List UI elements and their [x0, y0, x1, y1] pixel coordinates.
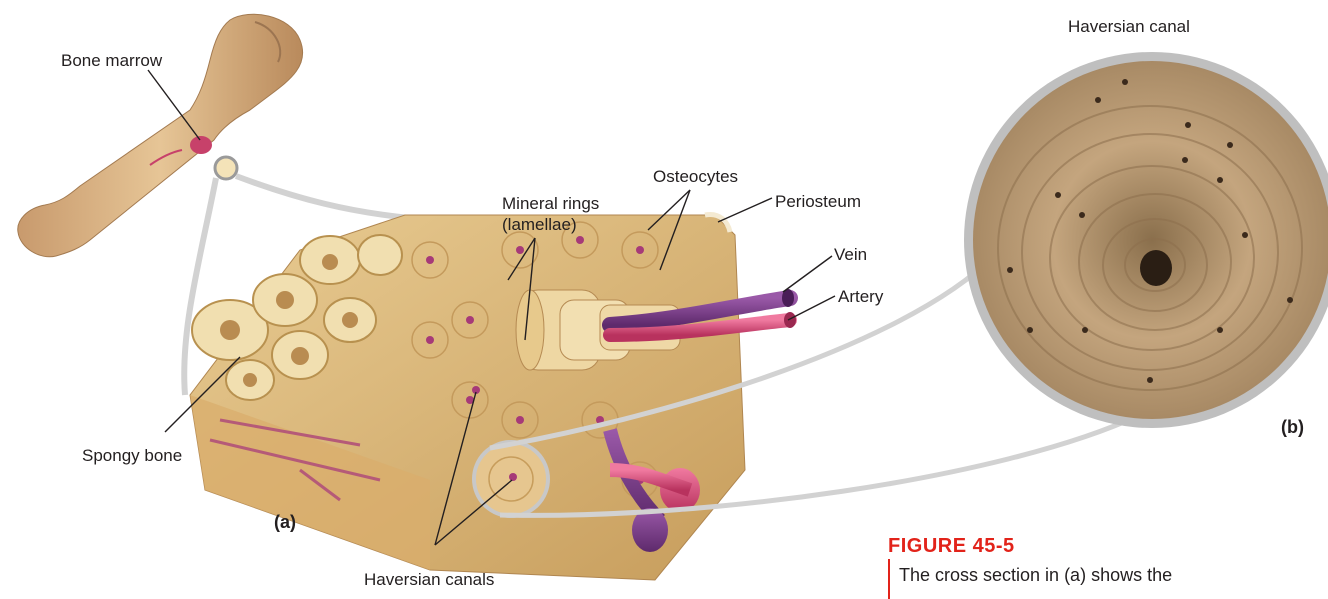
- label-spongy-bone: Spongy bone: [82, 446, 182, 466]
- figure-caption-rule: [888, 559, 890, 599]
- haversian-micrograph: [964, 52, 1328, 428]
- leader-periosteum: [718, 198, 772, 222]
- callout-band-left: [184, 178, 216, 395]
- figure-number: FIGURE 45-5: [888, 535, 1015, 558]
- panel-label-b: (b): [1281, 417, 1304, 438]
- label-haversian-canals: Haversian canals: [364, 570, 494, 590]
- callout-band-top: [236, 176, 410, 218]
- label-mineral-rings: Mineral rings (lamellae): [502, 193, 599, 235]
- panel-label-a: (a): [274, 512, 296, 533]
- label-haversian-canal: Haversian canal: [1068, 17, 1190, 37]
- label-mineral-rings-line1: Mineral rings: [502, 193, 599, 214]
- label-vein: Vein: [834, 245, 867, 265]
- label-osteocytes: Osteocytes: [653, 167, 738, 187]
- leader-vein: [783, 256, 832, 292]
- label-mineral-rings-line2: (lamellae): [502, 214, 599, 235]
- label-bone-marrow: Bone marrow: [61, 51, 162, 71]
- marrow-spot: [190, 136, 212, 154]
- label-periosteum: Periosteum: [775, 192, 861, 212]
- figure-caption: The cross section in (a) shows the: [899, 565, 1172, 586]
- label-artery: Artery: [838, 287, 883, 307]
- femur-cross-section-ring: [215, 157, 237, 179]
